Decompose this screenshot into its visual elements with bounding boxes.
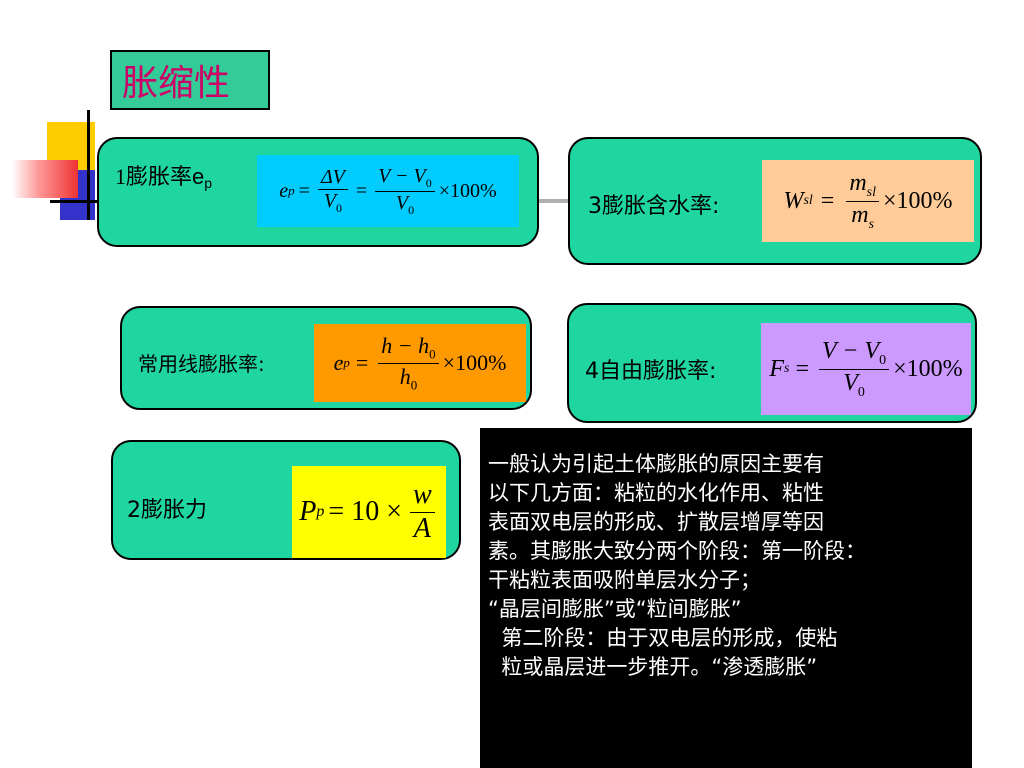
note-line: 干粘粒表面吸附单层水分子； [488, 568, 761, 592]
note-line: “晶层间膨胀”或“粒间膨胀” [488, 597, 742, 621]
note-line: 第二阶段：由于双电层的形成，使粘 [488, 626, 838, 650]
ornament-horizontal-line [50, 200, 105, 203]
explanation-note: 一般认为引起土体膨胀的原因主要有 以下几方面：粘粒的水化作用、粘性 表面双电层的… [480, 428, 972, 768]
card-swelling-ratio-label: 1膨胀率ep [115, 164, 213, 192]
note-line: 素。其膨胀大致分两个阶段：第一阶段： [488, 539, 866, 563]
card-swelling-water-content-label: 3膨胀含水率: [588, 194, 720, 219]
note-line: 表面双电层的形成、扩散层增厚等因 [488, 510, 824, 534]
card-swelling-force-label: 2膨胀力 [127, 498, 207, 523]
corner-ornament [0, 110, 110, 230]
ornament-red-gradient [12, 160, 78, 198]
note-line: 一般认为引起土体膨胀的原因主要有 [488, 452, 824, 476]
card-free-swelling-label: 4自由膨胀率: [585, 359, 717, 384]
note-line: 以下几方面：粘粒的水化作用、粘性 [488, 481, 824, 505]
connector-line [536, 199, 570, 203]
ornament-vertical-line [87, 110, 90, 220]
page-title: 胀缩性 [110, 50, 270, 110]
note-line: 粒或晶层进一步推开。“渗透膨胀” [488, 655, 818, 679]
card-linear-swelling-label: 常用线膨胀率: [138, 352, 265, 376]
